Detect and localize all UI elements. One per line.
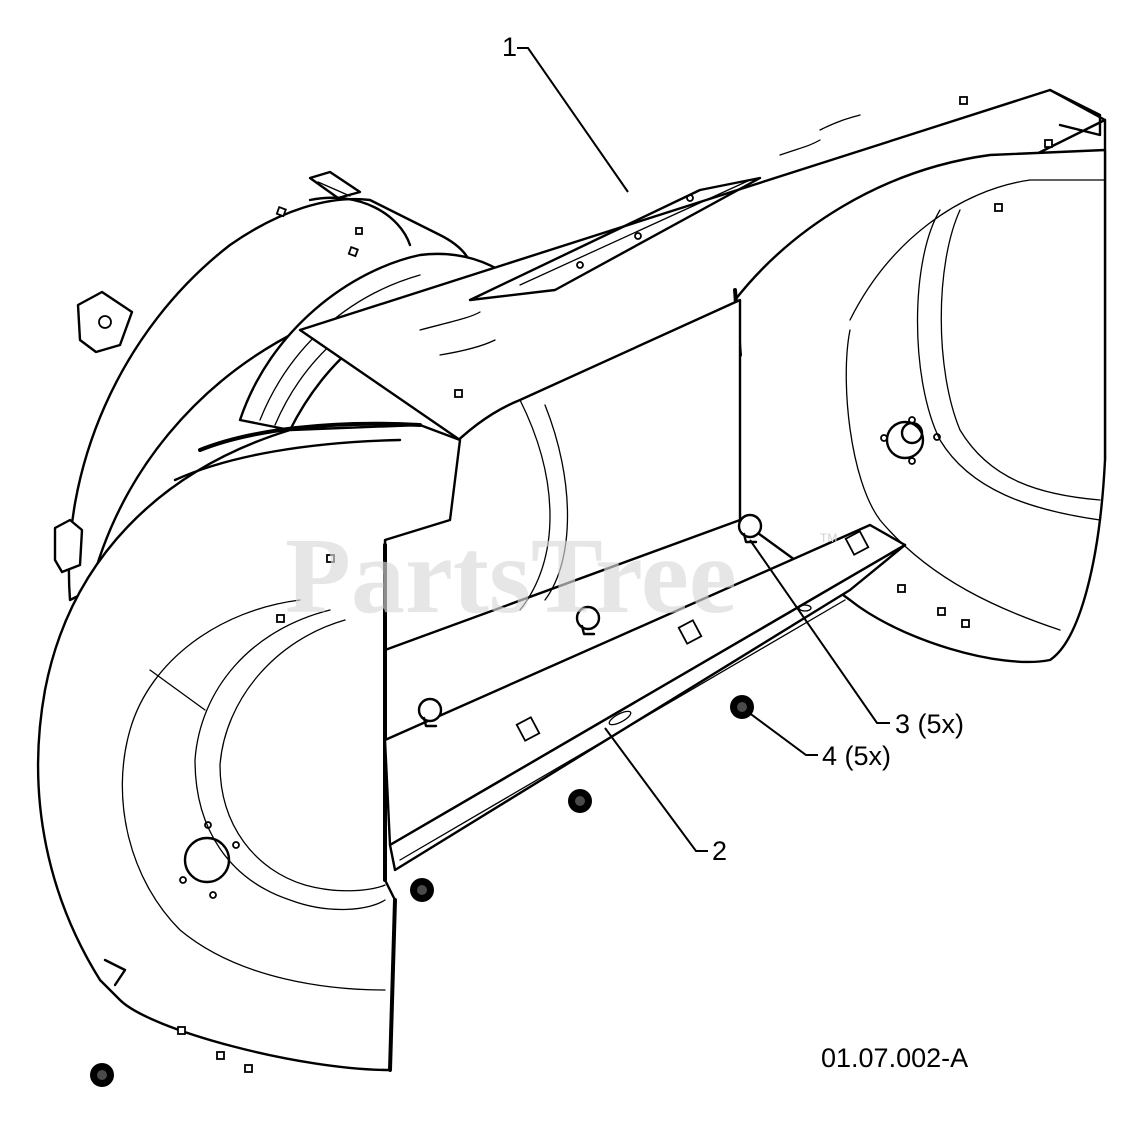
nut [730, 695, 754, 719]
callout-label-4: 4 (5x) [822, 741, 891, 771]
callout-labels: 1 2 3 (5x) 4 (5x) [502, 32, 964, 866]
leader-2 [604, 727, 708, 852]
bolt [737, 513, 763, 544]
callout-label-2: 2 [712, 836, 727, 866]
right-side-plate [733, 148, 1107, 664]
leader-3 [749, 539, 890, 724]
nut [568, 789, 592, 813]
carriage-bolts [417, 513, 763, 728]
leader-4 [747, 711, 818, 756]
watermark: PartsTree TM [285, 517, 837, 636]
scraper-bar [383, 523, 907, 872]
left-side-plate [36, 421, 462, 1073]
watermark-text: PartsTree [285, 517, 737, 636]
leader-1 [517, 47, 629, 193]
callout-leaders [517, 47, 890, 852]
callout-label-1: 1 [502, 32, 517, 62]
callout-label-3: 3 (5x) [895, 709, 964, 739]
bolt [575, 605, 601, 636]
bolt [417, 697, 443, 728]
drawing-code: 01.07.002-A [821, 1043, 968, 1073]
nut [90, 1063, 114, 1087]
watermark-trademark: TM [820, 531, 837, 545]
nut [410, 878, 434, 902]
